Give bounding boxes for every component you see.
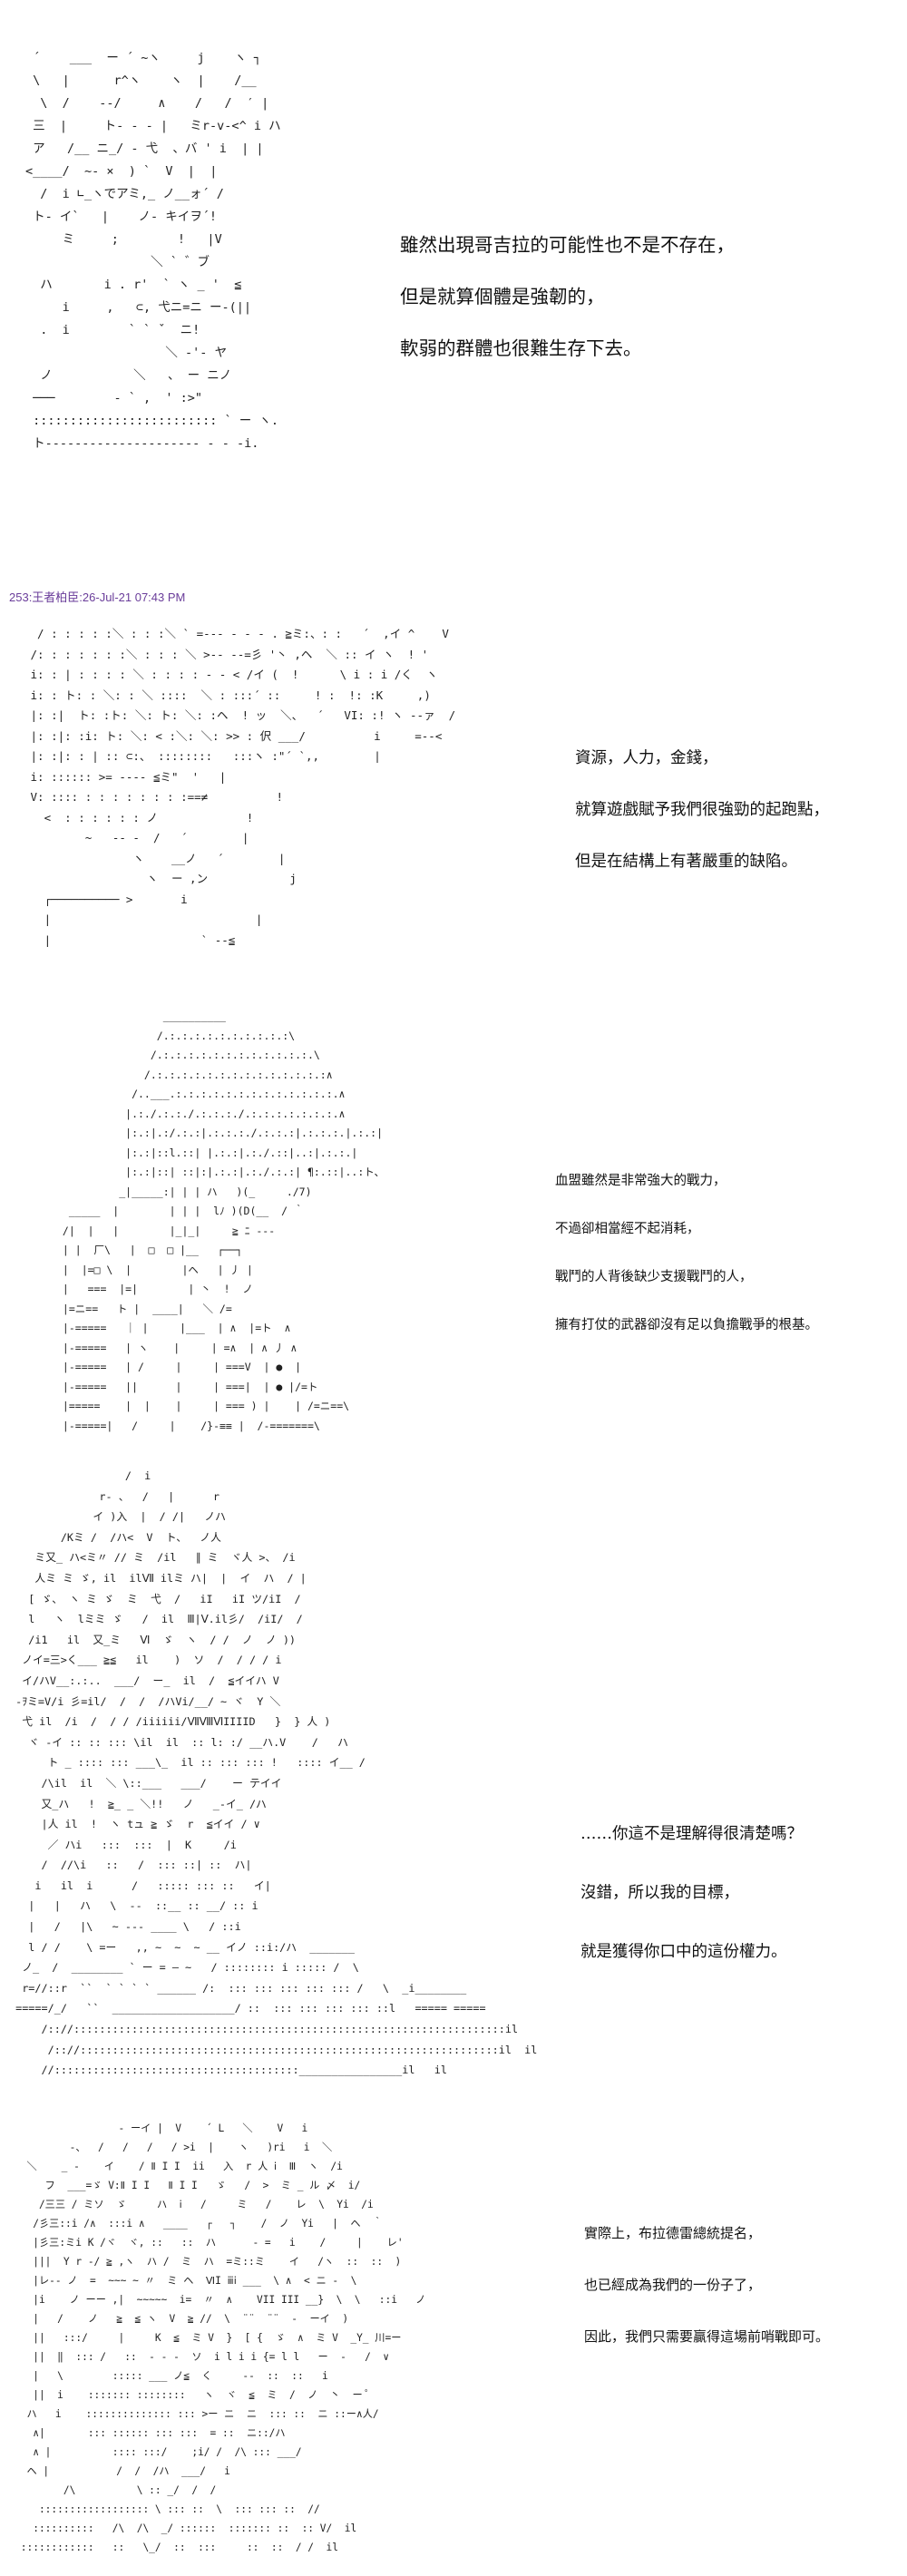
dialogue-line: 擁有打仗的武器卻沒有足以負擔戰爭的根基。 xyxy=(555,1318,818,1332)
dialogue-line: 就是獲得你口中的這份權力。 xyxy=(580,1943,787,1961)
dialogue-line: 雖然出現哥吉拉的可能性也不是不存在， xyxy=(400,234,735,256)
panel-3: __________ /.:.:.:.:.:.:.:.:.:.:\ /.:.:.… xyxy=(0,989,907,1451)
ascii-art-panel-1: ´ ___ ー ´ ~ヽ j ヽ ┐ \ | r^ヽ ヽ | /__ \ / -… xyxy=(25,51,281,451)
panel-4: / i r- 、 / | r イ )入 | / /| ノハ /Kミ / /ハ< … xyxy=(0,1451,907,2104)
dialogue-line: 血盟雖然是非常強大的戰力， xyxy=(555,1174,727,1188)
dialogue-line: 就算遊戲賦予我們很強勁的起跑點， xyxy=(575,801,829,819)
dialogue-line: 戰鬥的人背後缺少支援戰鬥的人， xyxy=(555,1270,753,1284)
dialogue-panel-3: 血盟雖然是非常強大的戰力， 不過卻相當經不起消耗， 戰鬥的人背後缺少支援戰鬥的人… xyxy=(555,1157,818,1350)
ascii-art-panel-2: / : : : : :＼ : : :＼ ` =--- - - - . ≧ミ:、:… xyxy=(30,627,456,947)
dialogue-line: ……你這不是理解得很清楚嗎？ xyxy=(580,1825,803,1843)
dialogue-line: 因此，我們只需要贏得這場前哨戰即可。 xyxy=(584,2328,830,2345)
dialogue-line: 沒錯，所以我的目標， xyxy=(580,1884,739,1902)
dialogue-line: 但是就算個體是強韌的， xyxy=(400,286,605,307)
dialogue-line: 資源，人力，金錢， xyxy=(575,749,718,767)
post-header: 253:王者柏臣:26-Jul-21 07:43 PM xyxy=(9,590,186,604)
panel-1: ´ ___ ー ´ ~ヽ j ヽ ┐ \ | r^ヽ ヽ | /__ \ / -… xyxy=(0,0,907,581)
dialogue-panel-2: 資源，人力，金錢， 就算遊戲賦予我們很強勁的起跑點， 但是在結構上有著嚴重的缺陷… xyxy=(575,733,829,888)
dialogue-line: 不過卻相當經不起消耗， xyxy=(555,1222,700,1236)
panel-2: / : : : : :＼ : : :＼ ` =--- - - - . ≧ミ:、:… xyxy=(0,608,907,980)
dialogue-line: 實際上，布拉德雷總統提名， xyxy=(584,2225,762,2241)
dialogue-panel-5: 實際上，布拉德雷總統提名， 也已經成為我們的一份子了， 因此，我們只需要贏得這場… xyxy=(584,2208,829,2363)
dialogue-line: 軟弱的群體也很難生存下去。 xyxy=(400,337,642,359)
dialogue-panel-4: ……你這不是理解得很清楚嗎？ 沒錯，所以我的目標， 就是獲得你口中的這份權力。 xyxy=(580,1805,803,1982)
ascii-art-panel-4: / i r- 、 / | r イ )入 | / /| ノハ /Kミ / /ハ< … xyxy=(15,1469,538,2077)
ascii-art-panel-5: - ーイ | V ´ L ＼ V i -、 / / / / >i | ヽ )ri… xyxy=(20,2122,426,2553)
dialogue-panel-1: 雖然出現哥吉拉的可能性也不是不存在， 但是就算個體是強韌的， 軟弱的群體也很難生… xyxy=(400,220,735,375)
dialogue-line: 也已經成為我們的一份子了， xyxy=(584,2277,762,2293)
dialogue-line: 但是在結構上有著嚴重的缺陷。 xyxy=(575,853,797,871)
ascii-art-panel-3: __________ /.:.:.:.:.:.:.:.:.:.:\ /.:.:.… xyxy=(62,1010,385,1432)
panel-5: - ーイ | V ´ L ＼ V i -、 / / / / >i | ヽ )ri… xyxy=(0,2113,907,2576)
